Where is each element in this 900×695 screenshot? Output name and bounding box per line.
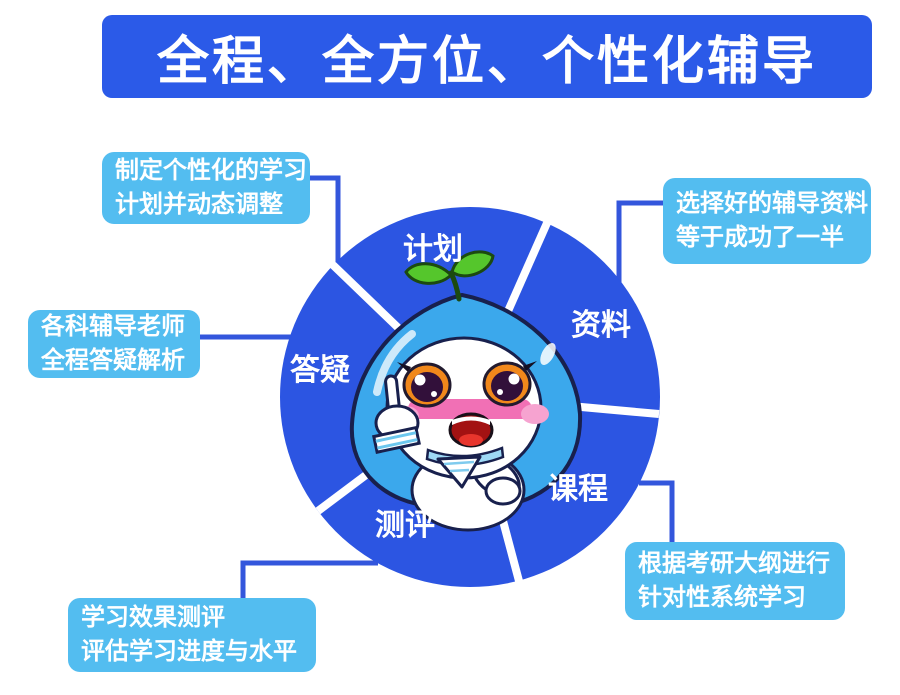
callout-course-line2: 针对性系统学习 bbox=[638, 584, 806, 611]
callout-plan-line1: 制定个性化的学习 bbox=[115, 157, 307, 184]
callout-course-line1: 根据考研大纲进行 bbox=[638, 550, 830, 577]
raised-hand bbox=[372, 374, 421, 454]
callout-assessment: 学习效果测评 评估学习进度与水平 bbox=[68, 598, 316, 672]
callout-assessment-line1: 学习效果测评 bbox=[81, 604, 225, 631]
segment-label-assessment: 测评 bbox=[375, 509, 435, 542]
title-banner: 全程、全方位、个性化辅导 bbox=[102, 15, 872, 98]
callout-assessment-line2: 评估学习进度与水平 bbox=[81, 638, 297, 665]
scarf-stripes bbox=[443, 460, 475, 473]
eye-left bbox=[397, 362, 452, 408]
connector-assessment bbox=[240, 560, 378, 599]
lash-right bbox=[523, 361, 537, 371]
lash-left bbox=[397, 362, 411, 372]
cheek-right bbox=[521, 404, 549, 424]
segment-label-qa: 答疑 bbox=[290, 354, 350, 387]
mouth bbox=[448, 412, 494, 448]
mascot-illustration bbox=[349, 250, 583, 532]
callout-plan: 制定个性化的学习 计划并动态调整 bbox=[102, 152, 310, 224]
mascot-right-fist bbox=[484, 476, 522, 506]
segment-label-course: 课程 bbox=[548, 473, 608, 506]
callout-qa: 各科辅导老师 全程答疑解析 bbox=[28, 310, 200, 378]
callout-qa-line1: 各科辅导老师 bbox=[41, 313, 185, 340]
connector-material bbox=[616, 200, 663, 283]
eye-right bbox=[482, 361, 537, 407]
callout-qa-line2: 全程答疑解析 bbox=[41, 347, 185, 374]
callout-material: 选择好的辅导资料 等于成功了一半 bbox=[663, 178, 871, 264]
hood-gloss bbox=[540, 343, 556, 365]
sprout-leaf-right bbox=[450, 250, 495, 278]
connector-lines bbox=[200, 175, 675, 599]
sprout-leaf-left bbox=[404, 262, 454, 285]
callout-material-line2: 等于成功了一半 bbox=[676, 224, 844, 251]
hood-highlight bbox=[373, 330, 416, 396]
callout-material-line1: 选择好的辅导资料 bbox=[676, 190, 868, 217]
segment-label-plan: 计划 bbox=[403, 233, 463, 266]
callout-course: 根据考研大纲进行 针对性系统学习 bbox=[625, 542, 845, 620]
connector-plan bbox=[310, 175, 341, 263]
page-title: 全程、全方位、个性化辅导 bbox=[156, 33, 817, 91]
segment-label-material: 资料 bbox=[571, 309, 631, 342]
callout-plan-line2: 计划并动态调整 bbox=[115, 191, 283, 218]
connector-course bbox=[639, 480, 675, 543]
